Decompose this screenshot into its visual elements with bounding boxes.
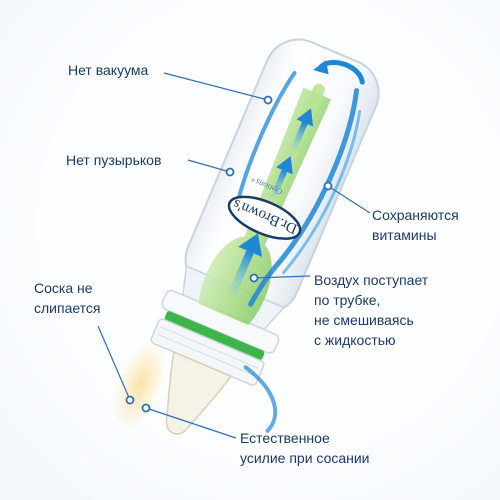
leader-nipple	[97, 325, 131, 401]
nipple-glow	[113, 339, 167, 431]
leader-no-bubbles	[187, 159, 231, 173]
leader-natural	[145, 407, 237, 439]
label-vitamins: Сохраняются витамины	[372, 207, 459, 243]
label-no-bubbles: Нет пузырьков	[66, 152, 162, 168]
brand-logo	[227, 195, 302, 240]
bottle: Dr.Brown's Options+	[150, 38, 380, 435]
leader-vitamins	[327, 185, 371, 214]
label-nipple: Соска не слипается	[34, 280, 101, 316]
leader-no-vacuum	[163, 72, 269, 101]
label-no-vacuum: Нет вакуума	[68, 62, 149, 78]
leader-air	[253, 275, 311, 279]
air-flow-arrows	[228, 108, 314, 296]
leader-dots	[125, 95, 333, 413]
leader-lines	[97, 72, 371, 439]
label-natural-suction: Естественное усилие при сосании	[240, 430, 370, 466]
label-air-tube: Воздух поступает по трубке, не смешиваяс…	[314, 272, 429, 348]
